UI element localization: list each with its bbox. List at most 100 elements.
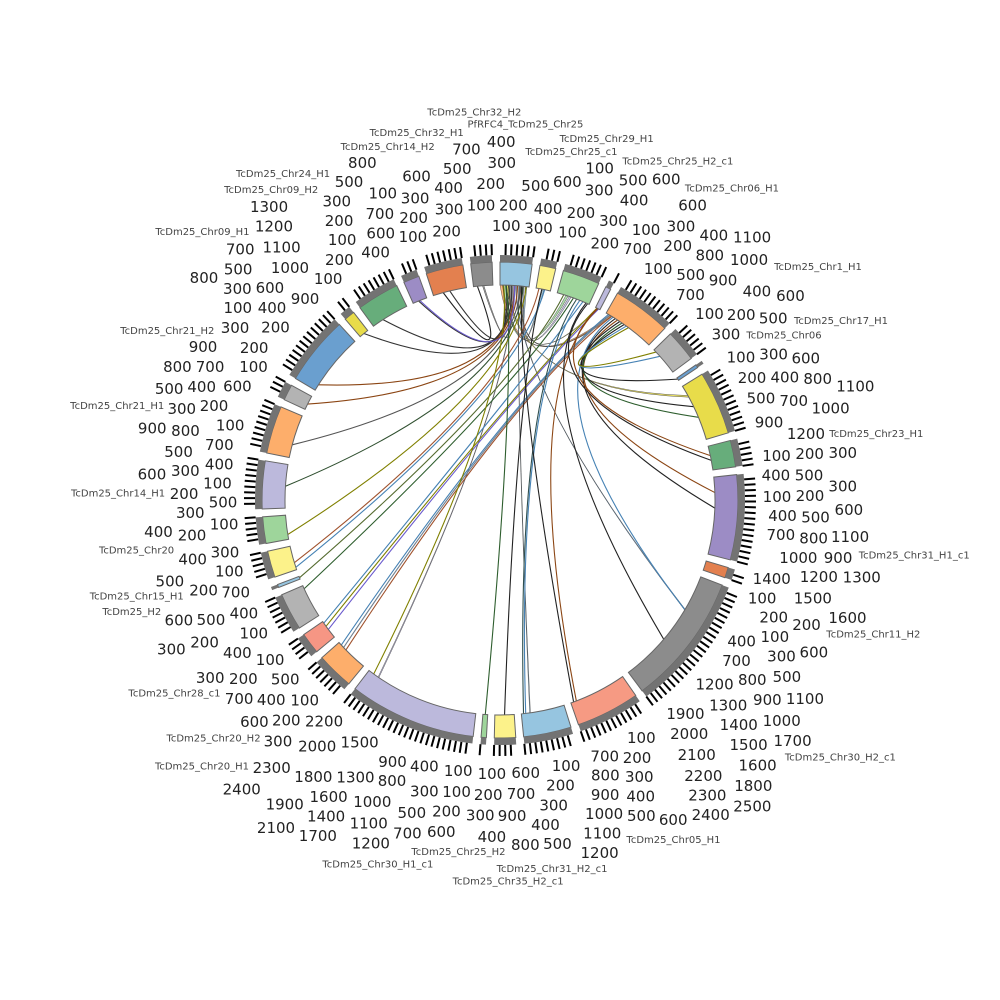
tick-mark — [744, 517, 756, 520]
segment-block[interactable] — [321, 641, 365, 685]
segment-block[interactable] — [359, 284, 408, 327]
tick-mark — [261, 404, 273, 411]
link-chord — [442, 286, 492, 341]
segment-block[interactable] — [470, 261, 494, 288]
tick-label: 2100 — [678, 746, 716, 764]
segment-block[interactable] — [570, 675, 637, 726]
segment-block[interactable] — [403, 275, 428, 304]
segment-block[interactable] — [266, 545, 298, 578]
chromosome-segment[interactable] — [535, 248, 561, 292]
chromosome-segment[interactable] — [250, 398, 303, 459]
chromosome-segment[interactable] — [424, 246, 468, 297]
chromosome-segment[interactable] — [707, 438, 754, 471]
chromosome-segment[interactable] — [288, 620, 336, 660]
tick-mark — [298, 339, 309, 349]
chromosome-segment[interactable] — [492, 713, 517, 757]
tick-mark — [311, 665, 321, 675]
segment-block[interactable] — [262, 514, 290, 545]
tick-mark — [743, 528, 755, 532]
chromosome-segment[interactable] — [594, 272, 620, 311]
segment-block[interactable] — [276, 575, 301, 589]
segment-block[interactable] — [294, 323, 356, 391]
tick-label: 900 — [591, 786, 620, 804]
tick-mark — [251, 557, 263, 562]
segment-block[interactable] — [493, 713, 517, 739]
segment-block[interactable] — [344, 311, 369, 338]
chromosome-segment[interactable] — [653, 324, 707, 373]
tick-label: 1000 — [779, 549, 817, 567]
segment-block[interactable] — [520, 704, 572, 738]
chromosome-segment[interactable] — [627, 576, 738, 706]
chromosome-segment[interactable] — [343, 669, 477, 754]
chromosome-segment[interactable] — [702, 560, 745, 585]
segment-block[interactable] — [425, 264, 468, 297]
chromosome-segment[interactable] — [244, 514, 290, 545]
tick-mark — [595, 724, 602, 736]
chromosome-segment[interactable] — [353, 268, 408, 327]
segment-block[interactable] — [354, 669, 477, 738]
segment-block[interactable] — [535, 264, 557, 292]
tick-mark — [714, 616, 725, 624]
tick-label: 600 — [652, 171, 681, 189]
tick-mark — [252, 562, 264, 568]
segment-block[interactable] — [681, 373, 729, 440]
chromosome-segment[interactable] — [478, 713, 489, 756]
segment-block[interactable] — [261, 460, 289, 510]
tick-mark — [561, 736, 567, 748]
tick-mark — [256, 420, 268, 426]
tick-label: 1100 — [583, 825, 621, 843]
chromosome-segment[interactable] — [676, 360, 704, 382]
tick-label: 700 — [226, 240, 255, 258]
segment-block[interactable] — [707, 474, 739, 561]
tick-mark — [269, 606, 281, 614]
segment-block[interactable] — [627, 576, 723, 692]
chromosome-segment[interactable] — [556, 254, 608, 306]
chromosome-segment[interactable] — [270, 575, 301, 591]
chromosome-segment[interactable] — [401, 258, 428, 304]
segment-block[interactable] — [594, 286, 612, 311]
chromosome-segment[interactable] — [269, 375, 313, 411]
segment-block[interactable] — [653, 333, 693, 373]
chromosome-segment[interactable] — [249, 545, 298, 580]
chromosome-segment[interactable] — [243, 456, 289, 510]
tick-mark — [269, 385, 281, 393]
link-chord — [373, 284, 506, 675]
chromosome-segment[interactable] — [681, 368, 746, 440]
tick-mark — [718, 383, 730, 391]
chromosome-segment[interactable] — [282, 310, 356, 391]
segment-block[interactable] — [556, 269, 600, 306]
segment-block[interactable] — [702, 560, 729, 579]
tick-mark — [259, 409, 271, 416]
tick-label: 300 — [767, 647, 796, 665]
tick-mark — [318, 318, 328, 328]
chromosome-segment[interactable] — [605, 279, 679, 346]
tick-mark — [515, 244, 519, 256]
tick-mark — [652, 299, 661, 310]
tick-mark — [275, 375, 286, 383]
tick-label: 100 — [239, 624, 268, 642]
tick-label: 300 — [221, 319, 250, 337]
tick-mark — [377, 274, 385, 285]
chromosome-segment[interactable] — [469, 244, 494, 288]
chromosome-segment[interactable] — [264, 584, 320, 634]
chromosome-segment[interactable] — [707, 473, 757, 566]
chromosome-segment[interactable] — [570, 675, 643, 743]
segment-block[interactable] — [480, 713, 489, 739]
segment-block[interactable] — [605, 292, 666, 346]
segment-block[interactable] — [499, 261, 533, 288]
segment-band — [260, 551, 275, 580]
chromosome-segment[interactable] — [307, 641, 365, 695]
segment-block[interactable] — [676, 364, 699, 382]
tick-mark — [436, 251, 442, 263]
chromosome-segment[interactable] — [520, 704, 574, 755]
tick-label: 800 — [378, 772, 407, 790]
chromosome-segment[interactable] — [499, 244, 536, 288]
tick-mark — [742, 463, 754, 467]
segment-block[interactable] — [303, 620, 336, 653]
segment-block[interactable] — [266, 406, 303, 459]
chromosome-segment[interactable] — [337, 297, 369, 338]
segment-block[interactable] — [281, 584, 320, 629]
segment-block[interactable] — [707, 439, 737, 471]
tick-mark — [678, 324, 688, 334]
segment-block[interactable] — [283, 384, 313, 411]
